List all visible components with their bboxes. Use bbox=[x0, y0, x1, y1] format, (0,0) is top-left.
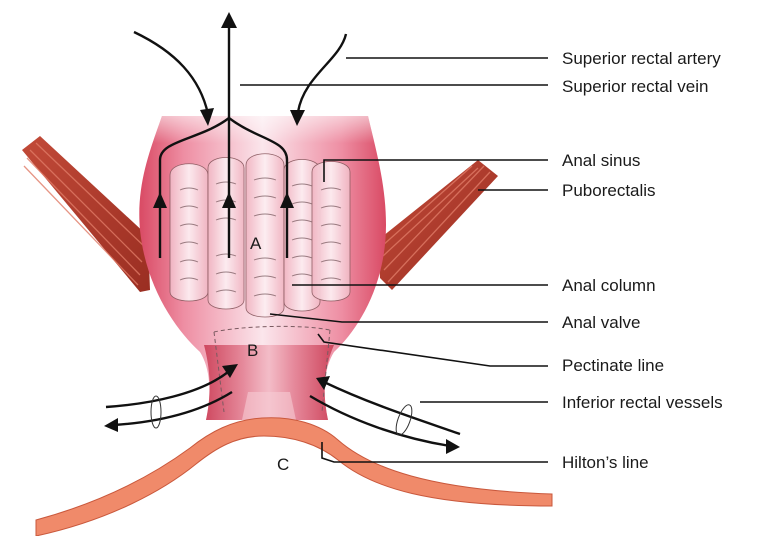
vein-trunk-arrowhead bbox=[221, 12, 237, 28]
inferior-right-in-arrow bbox=[324, 382, 460, 434]
artery-right-arrow bbox=[298, 34, 346, 112]
label-anal-valve: Anal valve bbox=[562, 313, 640, 332]
label-anal-sinus: Anal sinus bbox=[562, 151, 640, 170]
artery-left-arrow bbox=[134, 32, 208, 114]
inferior-right-out-arrowhead bbox=[446, 439, 460, 454]
perianal-skin bbox=[36, 418, 552, 536]
label-superior-rectal-vein: Superior rectal vein bbox=[562, 77, 708, 96]
leader-pectinate-line bbox=[318, 334, 548, 366]
label-pectinate-line: Pectinate line bbox=[562, 356, 664, 375]
label-inferior-rectal-vessels: Inferior rectal vessels bbox=[562, 393, 723, 412]
region-c-label: C bbox=[277, 455, 289, 474]
region-a-label: A bbox=[250, 234, 262, 253]
label-hiltons-line: Hilton’s line bbox=[562, 453, 649, 472]
puborectalis-muscle-left bbox=[22, 136, 150, 292]
label-superior-rectal-artery: Superior rectal artery bbox=[562, 49, 721, 68]
label-anal-column: Anal column bbox=[562, 276, 656, 295]
puborectalis-muscle-right bbox=[378, 160, 498, 290]
label-puborectalis: Puborectalis bbox=[562, 181, 656, 200]
inferior-left-out-arrowhead bbox=[104, 418, 118, 432]
inferior-right-vessel-ring bbox=[393, 403, 415, 437]
region-b-label: B bbox=[247, 341, 258, 360]
